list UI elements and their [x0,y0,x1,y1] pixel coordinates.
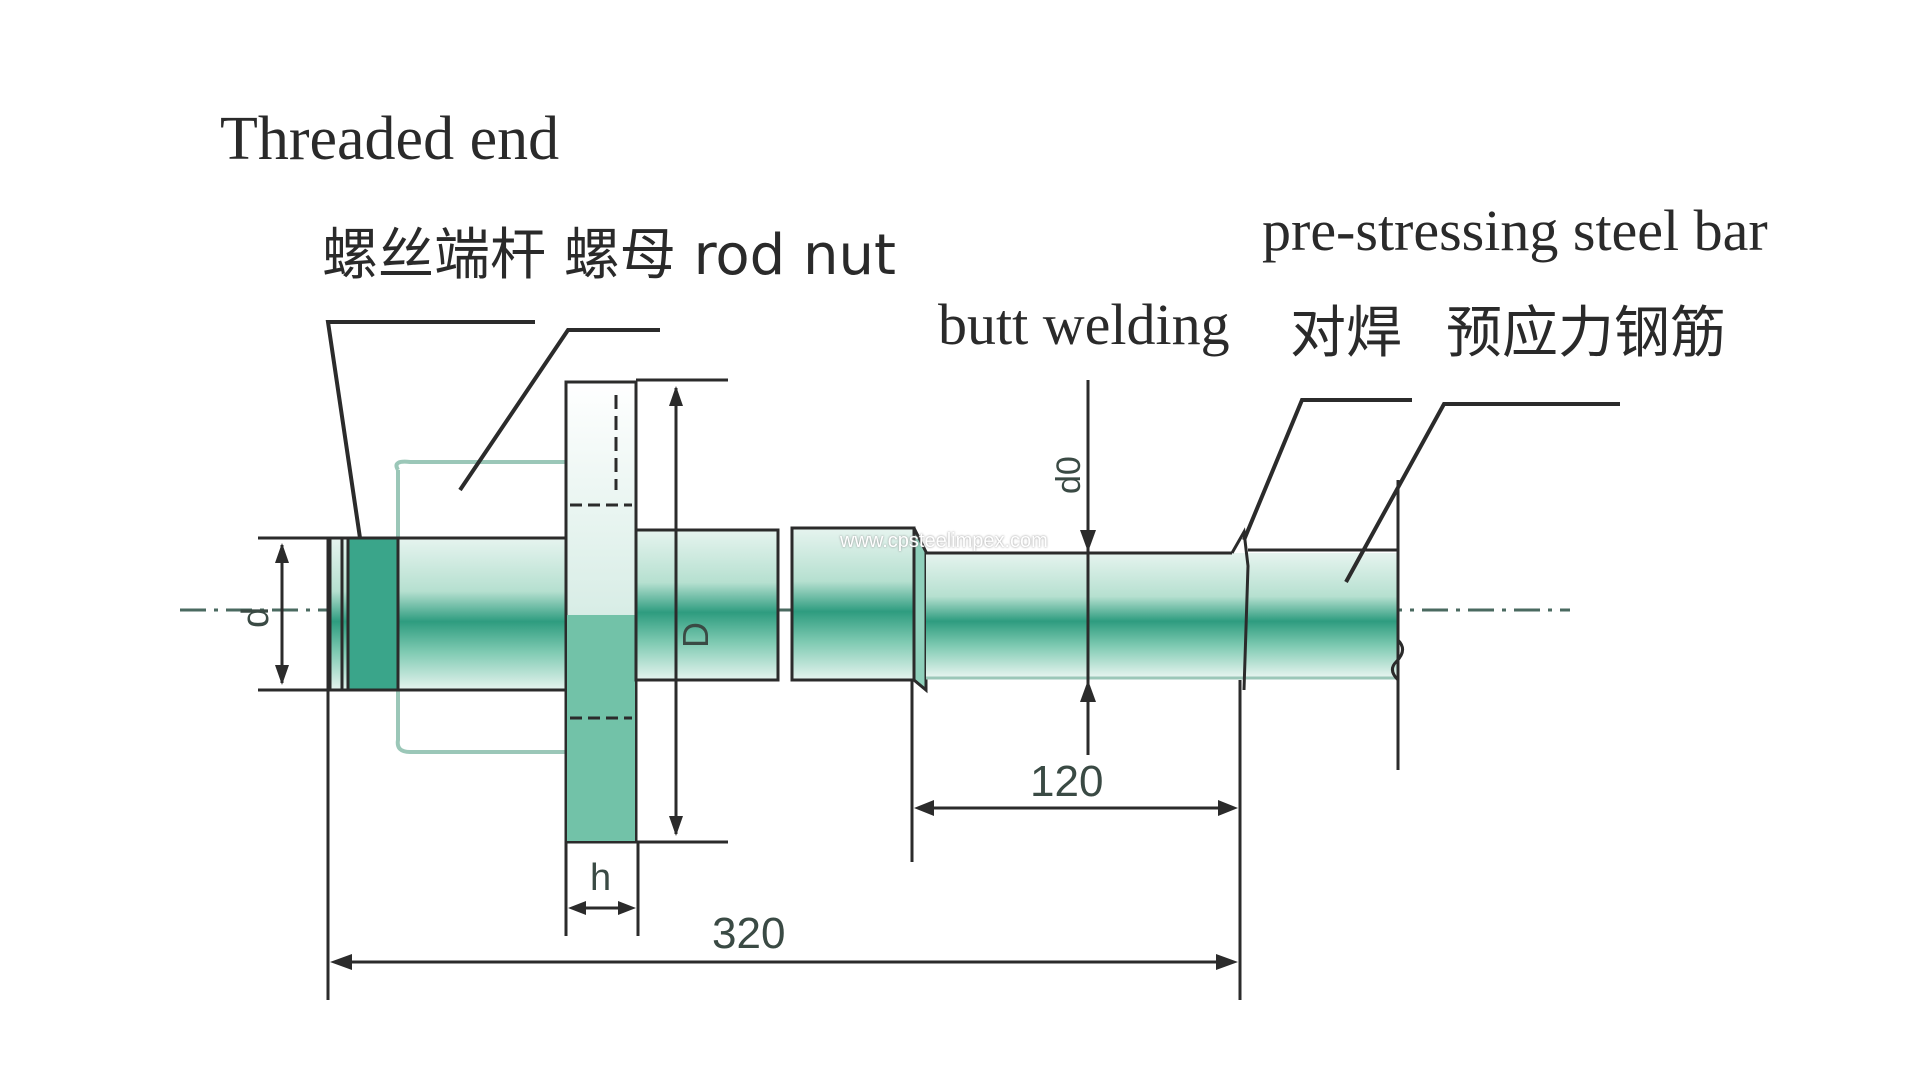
d0-arrow-bottom [1080,680,1096,702]
butt-welding-label: butt welding [938,292,1230,357]
D-arrow-bottom [669,816,683,836]
overall-arrow-right [1216,954,1238,970]
watermark: www.cpsteelimpex.com [840,530,1048,552]
prestressing-bar-label: pre-stressing steel bar [1262,198,1768,263]
prestressing-bar-cn-label: 预应力钢筋 [1446,301,1726,366]
rod-diameter-label: d [235,607,277,628]
d-arrow-bottom [275,665,289,685]
rod-segment-2 [790,526,916,682]
threaded-end-cap [346,536,400,692]
nut-diameter-label: D [675,622,716,648]
overall-length-label: 320 [712,909,785,958]
rod-segment-1 [634,528,780,682]
prestressing-leader [1344,402,1620,583]
threaded-end-label: Threaded end [220,105,560,173]
weld-length-label: 120 [1030,757,1103,806]
d0-arrow-top [1080,530,1096,552]
nut-lower-fill [567,615,635,841]
rod-nut-leader [458,328,660,492]
bar-diameter-label: d0 [1050,456,1088,494]
nut-height-label: h [590,857,611,899]
rod-nut-label: 螺丝端杆 螺母 rod nut [322,223,896,288]
overall-arrow-left [330,954,352,970]
h-arrow-left [568,901,586,915]
weld-arrow-right [1218,800,1238,816]
threaded-end-leader [325,320,535,539]
bar-broken-end [1391,480,1404,770]
thread-phantom-outline [394,459,570,754]
weld-bead [1230,527,1250,691]
rod-taper [912,527,928,694]
butt-welding-cn-label: 对焊 [1290,301,1402,366]
weld-arrow-left [914,800,934,816]
h-arrow-right [618,901,636,915]
D-arrow-top [669,386,683,406]
d-arrow-top [275,543,289,563]
prestressing-bar-body [926,553,1398,677]
butt-welding-leader [1242,398,1412,541]
